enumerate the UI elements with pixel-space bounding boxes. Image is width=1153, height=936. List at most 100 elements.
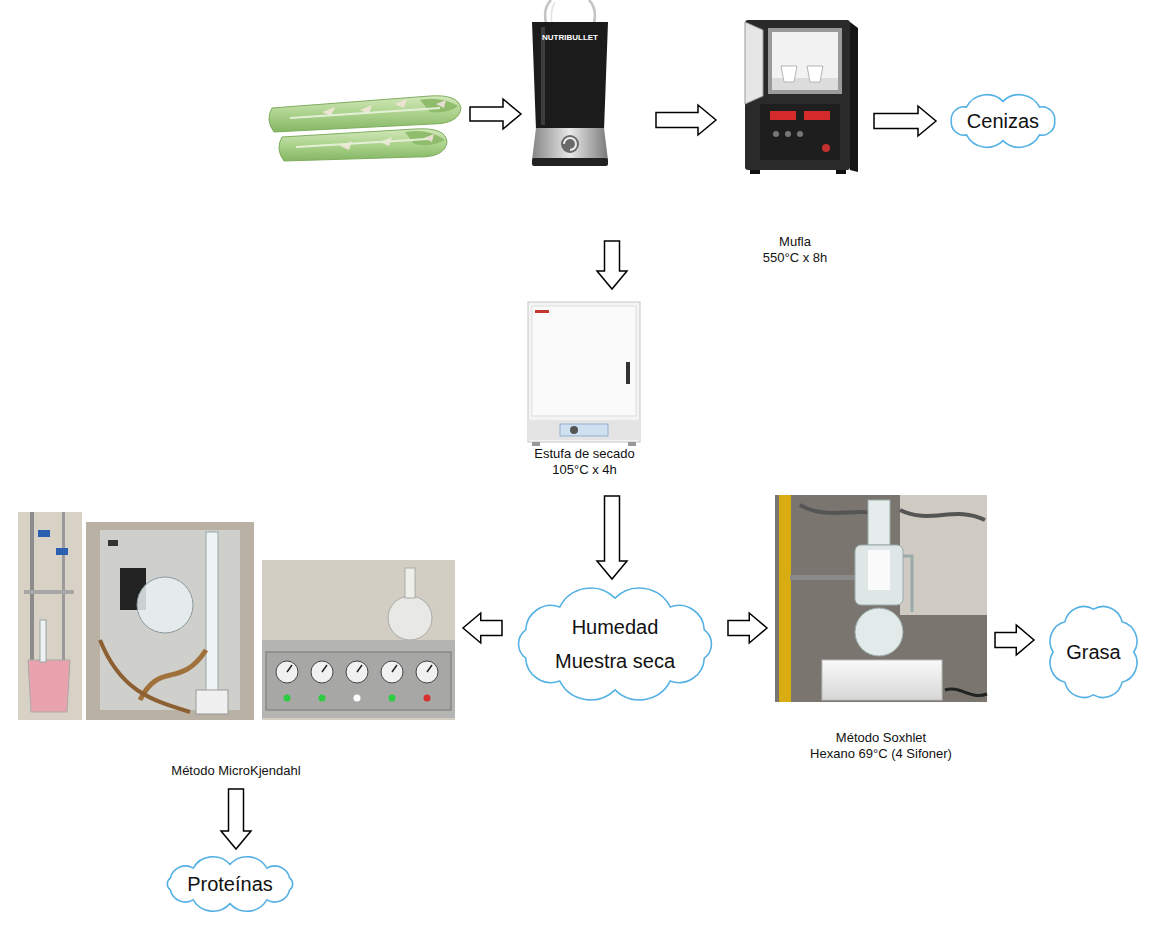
kjeldahl-photos — [388, 596, 432, 640]
block-arrow — [656, 105, 716, 135]
kjeldahl-photos — [266, 652, 451, 710]
muffle-furnace-picture — [797, 131, 803, 137]
kjeldahl-photos — [405, 568, 415, 598]
flow-arrow — [470, 99, 521, 129]
soxhlet-photo — [900, 510, 985, 520]
cloud-node: Grasa — [1040, 596, 1147, 708]
method-caption: Método Soxhlet — [836, 730, 926, 746]
equipment-caption: 105°C x 4h — [552, 462, 616, 478]
result-label: Cenizas — [967, 109, 1039, 133]
equipment-caption: Estufa de secado — [534, 446, 634, 462]
soxhlet-photo — [868, 500, 890, 545]
soxhlet-photo — [775, 495, 987, 702]
equipment-node: Método SoxhletHexano 69°C (4 Sifoner) — [773, 492, 989, 768]
cloud-node: Proteínas — [158, 855, 302, 913]
muffle-furnace-picture — [785, 131, 791, 137]
block-arrow — [463, 613, 502, 643]
kjeldahl-photos — [30, 512, 34, 662]
kjeldahl-photos — [262, 640, 455, 718]
equipment-node: Estufa de secado105°C x 4h — [512, 295, 657, 490]
kjeldahl-photos — [86, 522, 254, 720]
kjeldahl-photos — [28, 660, 70, 712]
kjeldahl-photos — [40, 620, 46, 662]
cloud-outline — [519, 588, 712, 700]
asparagus-picture — [269, 96, 461, 161]
asparagus-picture — [296, 139, 428, 147]
cloud-node: Cenizas — [942, 92, 1064, 150]
block-arrow — [221, 789, 251, 849]
soxhlet-photo — [900, 495, 987, 615]
kjeldahl-photos — [24, 590, 74, 594]
drying-oven-picture — [528, 420, 640, 440]
blender-picture — [532, 158, 608, 166]
drying-oven-picture — [560, 424, 608, 436]
soxhlet-photo — [775, 495, 987, 702]
drying-oven-picture — [528, 302, 640, 446]
kjeldahl-photos — [137, 577, 193, 633]
kjeldahl-photos — [319, 695, 326, 702]
blender-picture — [561, 135, 579, 153]
soxhlet-photo — [855, 608, 903, 656]
muffle-furnace-picture — [760, 104, 840, 160]
muffle-furnace-picture — [745, 22, 763, 104]
kjeldahl-photos — [56, 548, 68, 555]
block-arrow — [597, 241, 627, 289]
asparagus-picture — [340, 141, 352, 150]
muffle-furnace-picture — [750, 170, 760, 174]
asparagus-picture — [405, 131, 445, 145]
cloud-node: HumedadMuestra seca — [508, 585, 722, 703]
muffle-furnace-picture — [822, 144, 830, 152]
muffle-furnace-picture — [773, 131, 779, 137]
blender-picture — [532, 128, 608, 160]
soxhlet-photo — [855, 545, 903, 605]
flow-arrow — [470, 99, 521, 129]
muffle-furnace-picture — [770, 111, 796, 120]
equipment-node: Método MicroKjendahl — [15, 505, 457, 783]
result-label: Humedad — [572, 615, 659, 639]
equipment-caption: 550°C x 8h — [763, 250, 827, 266]
drying-oven-picture — [528, 302, 640, 442]
kjeldahl-photos — [100, 640, 190, 712]
kjeldahl-photos — [284, 695, 291, 702]
kjeldahl-photos — [18, 512, 82, 720]
blender-picture — [564, 138, 576, 150]
kjeldahl-photos — [262, 560, 455, 720]
block-arrow — [874, 106, 936, 136]
equipment-node: Mufla550°C x 8h — [722, 10, 868, 268]
result-label: Grasa — [1066, 640, 1120, 664]
kjeldahl-photos — [38, 530, 50, 537]
muffle-furnace-picture — [850, 22, 858, 172]
kjeldahl-photos — [287, 665, 432, 672]
method-caption: Método MicroKjendahl — [171, 763, 300, 779]
kjeldahl-photos — [206, 532, 218, 710]
drying-oven-picture — [628, 442, 636, 446]
blender-picture — [532, 0, 608, 166]
cloud-outline — [1050, 607, 1137, 698]
kjeldahl-photos — [18, 512, 455, 720]
drying-oven-picture — [626, 362, 630, 384]
muffle-furnace-picture — [745, 20, 850, 170]
asparagus-picture — [395, 99, 407, 108]
muffle-furnace-picture — [836, 170, 846, 174]
asparagus-picture — [420, 99, 458, 113]
equipment-caption: Mufla — [779, 234, 811, 250]
kjeldahl-photos — [100, 530, 240, 710]
cloud-outline — [508, 585, 722, 703]
muffle-furnace-picture — [807, 66, 823, 82]
blender-picture — [532, 22, 608, 130]
kjeldahl-photos — [196, 690, 228, 714]
soxhlet-photo — [779, 495, 791, 702]
soxhlet-photo — [868, 550, 890, 590]
drying-oven-picture — [535, 310, 549, 313]
kjeldahl-photos — [108, 540, 118, 546]
muffle-furnace-picture — [804, 111, 830, 120]
muffle-furnace-picture — [772, 32, 838, 90]
kjeldahl-photos — [424, 695, 431, 702]
drying-oven-picture — [532, 442, 540, 446]
asparagus-picture — [269, 96, 461, 132]
result-label: Proteínas — [187, 872, 273, 896]
kjeldahl-photos — [389, 695, 396, 702]
soxhlet-photo — [945, 689, 987, 695]
cloud-outline — [951, 95, 1054, 148]
muffle-furnace-picture — [745, 20, 858, 174]
